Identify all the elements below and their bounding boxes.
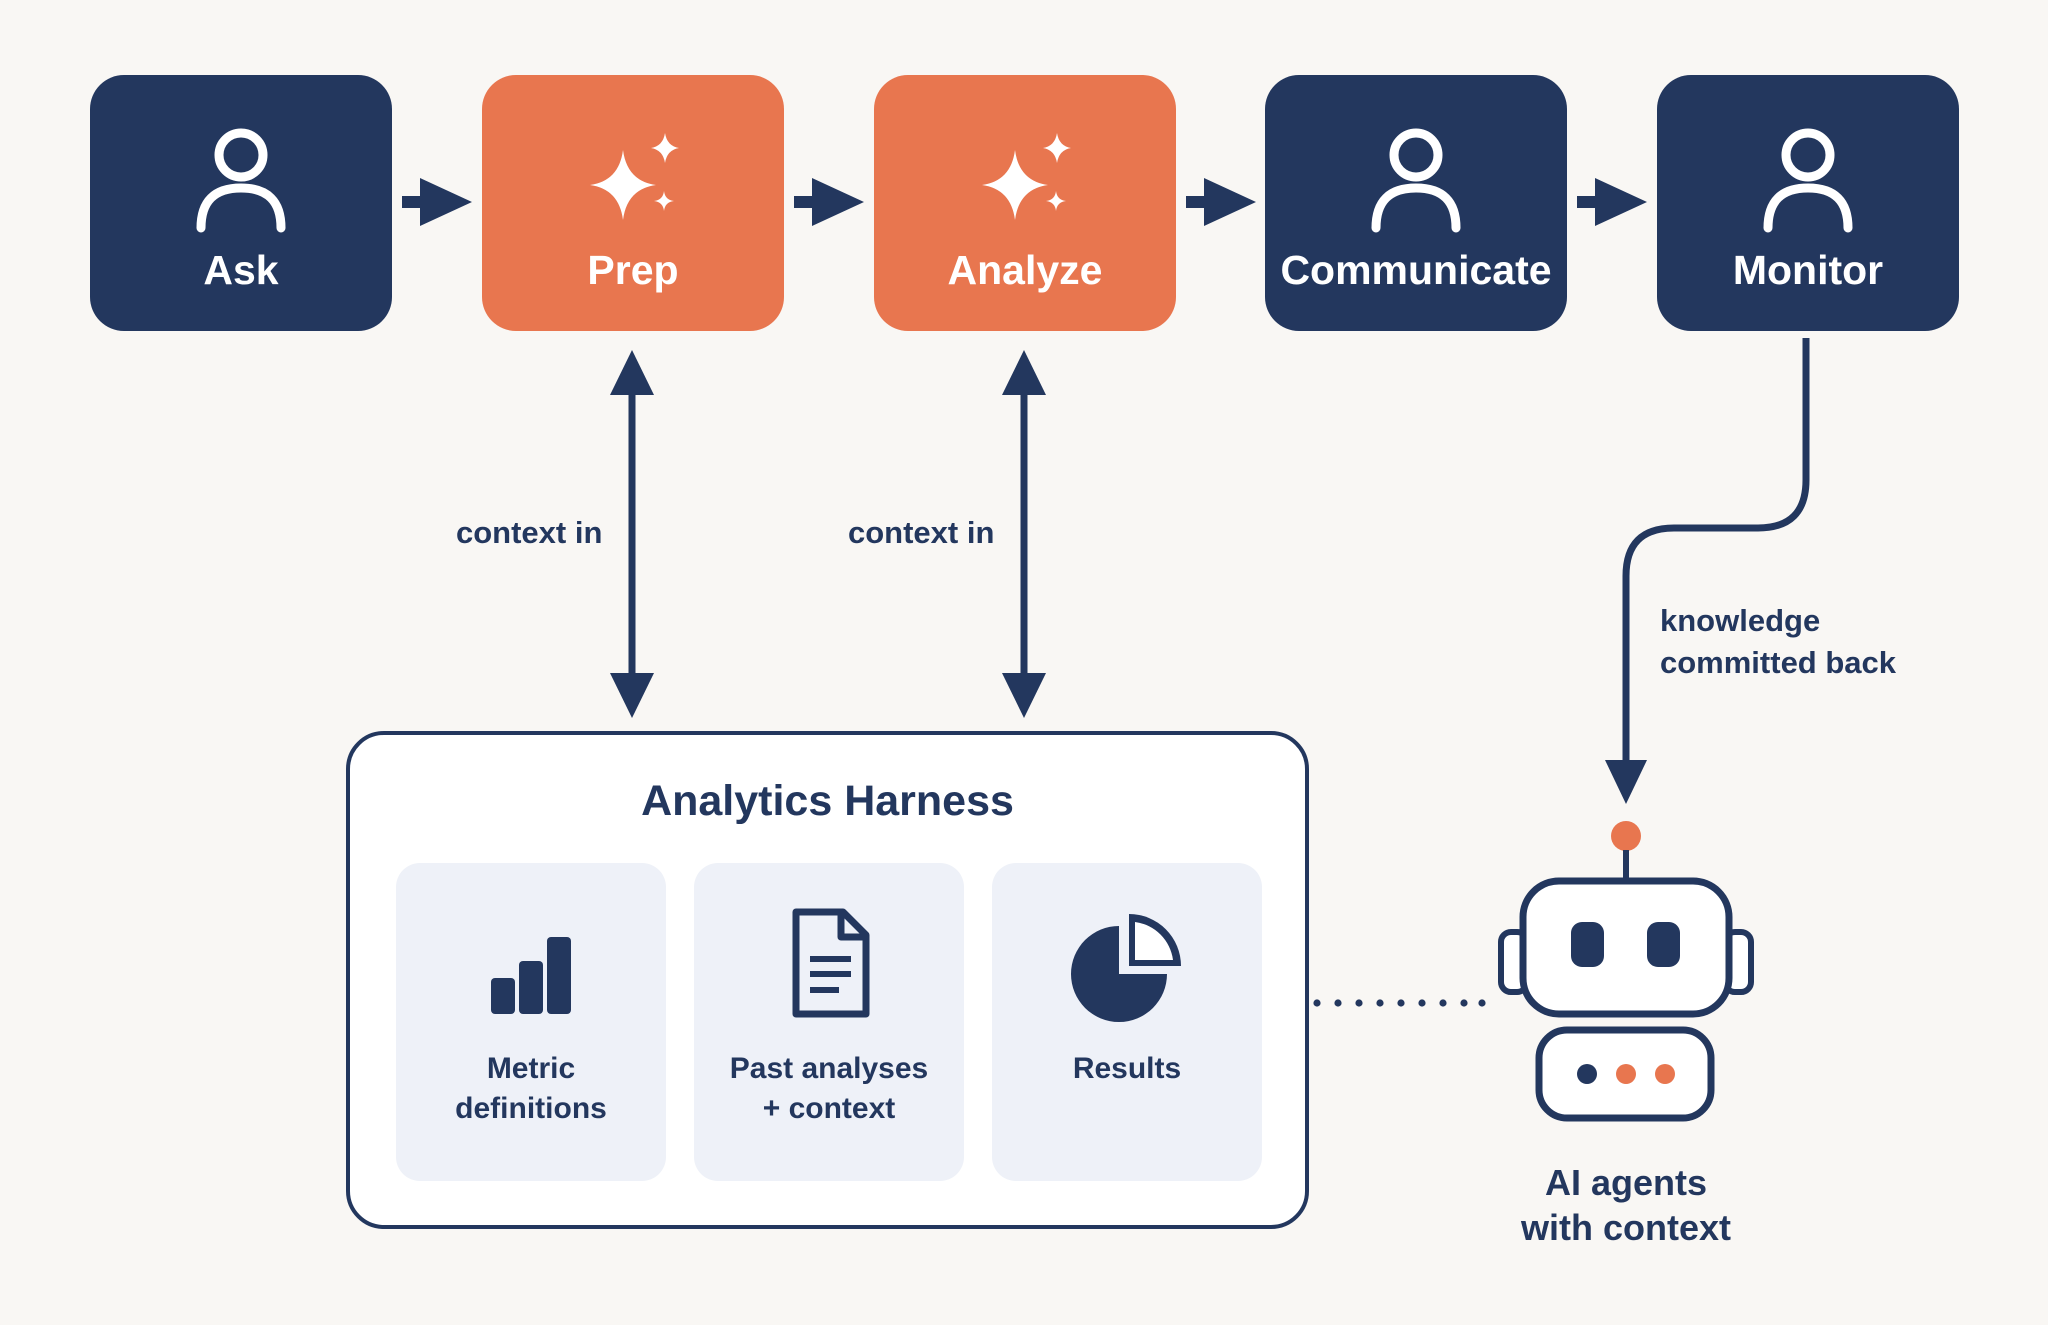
caption-line: definitions xyxy=(455,1092,607,1125)
step-label: Prep xyxy=(587,247,679,293)
caption-line: AI agents xyxy=(1544,1162,1708,1203)
step-analyze: Analyze xyxy=(874,75,1176,331)
robot-icon xyxy=(1498,821,1754,1122)
step-prep: Prep xyxy=(482,75,784,331)
card-past-analyses: Past analyses + context xyxy=(694,863,964,1181)
step-ask: Ask xyxy=(90,75,392,331)
arrow-communicate-monitor xyxy=(1577,178,1647,226)
step-communicate: Communicate xyxy=(1265,75,1567,331)
arrow-prep-analyze xyxy=(794,178,864,226)
arrow-monitor-agents xyxy=(1605,338,1810,804)
step-label: Monitor xyxy=(1732,247,1884,293)
harness-title: Analytics Harness xyxy=(641,777,1014,825)
arrow-analyze-harness xyxy=(1002,350,1046,718)
card-results: Results xyxy=(992,863,1262,1181)
caption-line: Results xyxy=(1072,1052,1182,1085)
person-icon xyxy=(90,125,392,255)
caption-line: Past analyses xyxy=(729,1052,929,1085)
step-label: Analyze xyxy=(947,247,1103,293)
caption-line: Metric xyxy=(486,1052,576,1085)
bar-chart-icon xyxy=(396,908,666,1028)
card-caption: Results xyxy=(992,1049,1262,1089)
sparkle-icon xyxy=(482,125,784,255)
document-icon xyxy=(694,908,964,1028)
step-monitor: Monitor xyxy=(1657,75,1959,331)
edge-label-feedback-line1: knowledge xyxy=(1660,603,1821,638)
caption-line: with context xyxy=(1520,1207,1731,1248)
step-label: Communicate xyxy=(1280,247,1552,293)
agent-caption: AI agents with context xyxy=(1446,1160,1806,1250)
person-icon xyxy=(1657,125,1959,255)
caption-line: + context xyxy=(762,1092,896,1125)
arrow-prep-harness xyxy=(610,350,654,718)
card-metric-definitions: Metric definitions xyxy=(396,863,666,1181)
arrow-ask-prep xyxy=(402,178,472,226)
step-label: Ask xyxy=(203,247,279,293)
card-caption: Past analyses + context xyxy=(694,1049,964,1129)
edge-label-feedback-line2: committed back xyxy=(1660,645,1897,680)
card-caption: Metric definitions xyxy=(396,1049,666,1129)
dotted-link xyxy=(1313,999,1486,1007)
edge-label-prep-context: context in xyxy=(456,515,603,550)
edge-label-analyze-context: context in xyxy=(848,515,995,550)
pie-chart-icon xyxy=(992,908,1262,1028)
analytics-harness: Analytics Harness Metric definitions xyxy=(346,731,1309,1229)
arrow-analyze-communicate xyxy=(1186,178,1256,226)
sparkle-icon xyxy=(874,125,1176,255)
person-icon xyxy=(1265,125,1567,255)
